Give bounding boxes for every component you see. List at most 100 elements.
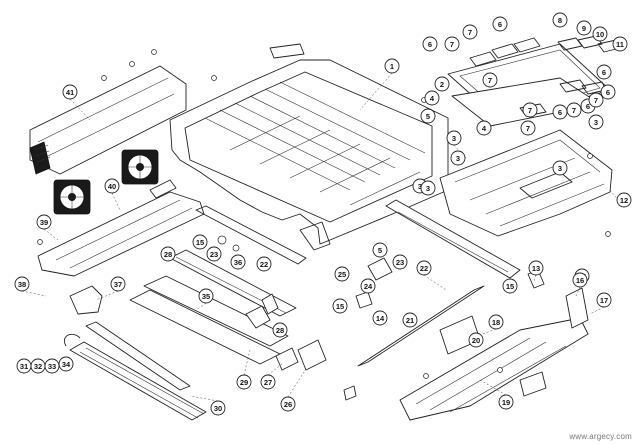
callout-number: 35 [202, 292, 210, 301]
callout-number: 33 [48, 362, 56, 371]
callout-circle [260, 374, 276, 390]
leader-line [479, 328, 497, 336]
callout-28: 28 [272, 322, 288, 338]
callout-circle [446, 130, 462, 146]
callout-23: 23 [392, 254, 408, 270]
callout-number: 32 [34, 362, 42, 371]
callout-circle [210, 400, 226, 416]
callout-circle [14, 276, 30, 292]
callout-circle [434, 76, 450, 92]
callout-circle [588, 92, 604, 108]
callout-7: 7 [444, 36, 460, 52]
callout-circle [502, 278, 518, 294]
callout-circle [482, 72, 498, 88]
callout-circle [612, 36, 628, 52]
callout-circle [384, 58, 400, 74]
callout-20: 20 [468, 332, 484, 348]
callout-number: 30 [214, 404, 222, 413]
callout-number: 37 [114, 280, 122, 289]
callout-circle [596, 64, 612, 80]
callout-number: 36 [234, 258, 242, 267]
callout-circle [492, 16, 508, 32]
callout-circle [424, 90, 440, 106]
leader-line [243, 349, 251, 376]
leader-line [69, 98, 91, 121]
callout-number: 6 [606, 88, 610, 97]
callout-15: 15 [502, 278, 518, 294]
callout-circle [104, 178, 120, 194]
callout-number: 6 [602, 68, 606, 77]
callout-2: 2 [434, 76, 450, 92]
callout-circle [402, 312, 418, 328]
callout-circle [110, 276, 126, 292]
callout-circle [332, 298, 348, 314]
callout-25: 25 [334, 266, 350, 282]
callout-circle [552, 160, 568, 176]
leader-line [111, 192, 121, 211]
callout-7: 7 [520, 120, 536, 136]
callout-7: 7 [522, 102, 538, 118]
callout-circle [256, 256, 272, 272]
callout-number: 15 [506, 282, 514, 291]
callout-number: 10 [596, 30, 604, 39]
callout-24: 24 [360, 278, 376, 294]
callout-39: 39 [36, 214, 52, 230]
callout-number: 24 [364, 282, 373, 291]
callout-3: 3 [588, 114, 604, 130]
callout-7: 7 [462, 24, 478, 40]
callout-number: 7 [526, 124, 530, 133]
callout-6: 6 [492, 16, 508, 32]
callout-number: 9 [582, 24, 586, 33]
callout-number: 11 [616, 40, 624, 49]
callout-number: 23 [210, 250, 218, 259]
callout-1: 1 [384, 58, 400, 74]
callout-18: 18 [488, 314, 504, 330]
callout-circle [334, 266, 350, 282]
cooling-fan-assembly [53, 149, 159, 215]
callout-number: 22 [420, 264, 428, 273]
callout-circle [476, 120, 492, 136]
callout-number: 12 [620, 196, 628, 205]
callout-circle [528, 260, 544, 276]
callout-number: 27 [264, 378, 272, 387]
callout-number: 29 [240, 378, 248, 387]
callout-circle [36, 214, 52, 230]
callout-circle [462, 24, 478, 40]
callout-circle [272, 322, 288, 338]
callout-circle [572, 272, 588, 288]
leader-line [359, 72, 393, 111]
leader-line [533, 274, 537, 283]
callout-number: 14 [376, 314, 385, 323]
callout-number: 25 [338, 270, 346, 279]
callout-10: 10 [592, 26, 608, 42]
callout-circle [372, 310, 388, 326]
callout-number: 4 [482, 124, 487, 133]
callout-6: 6 [596, 64, 612, 80]
callout-number: 31 [20, 362, 28, 371]
callout-30: 30 [210, 400, 226, 416]
callout-number: 38 [18, 280, 26, 289]
callout-circle [444, 36, 460, 52]
callout-circle [420, 180, 436, 196]
callout-number: 7 [450, 40, 454, 49]
callout-6: 6 [422, 36, 438, 52]
callout-number: 3 [452, 134, 456, 143]
callout-number: 40 [108, 182, 116, 191]
callout-circle [360, 278, 376, 294]
callout-number: 6 [428, 40, 432, 49]
callout-4: 4 [476, 120, 492, 136]
callout-5: 5 [420, 108, 436, 124]
leader-line [423, 274, 447, 291]
callout-number: 6 [558, 108, 562, 117]
callout-15: 15 [332, 298, 348, 314]
callout-7: 7 [482, 72, 498, 88]
callout-number: 4 [430, 94, 435, 103]
callout-number: 13 [532, 264, 540, 273]
callout-6: 6 [552, 104, 568, 120]
callout-number: 15 [336, 302, 344, 311]
callout-9: 9 [576, 20, 592, 36]
callout-number: 7 [572, 106, 576, 115]
callout-number: 28 [276, 326, 284, 335]
callout-circle [450, 150, 466, 166]
